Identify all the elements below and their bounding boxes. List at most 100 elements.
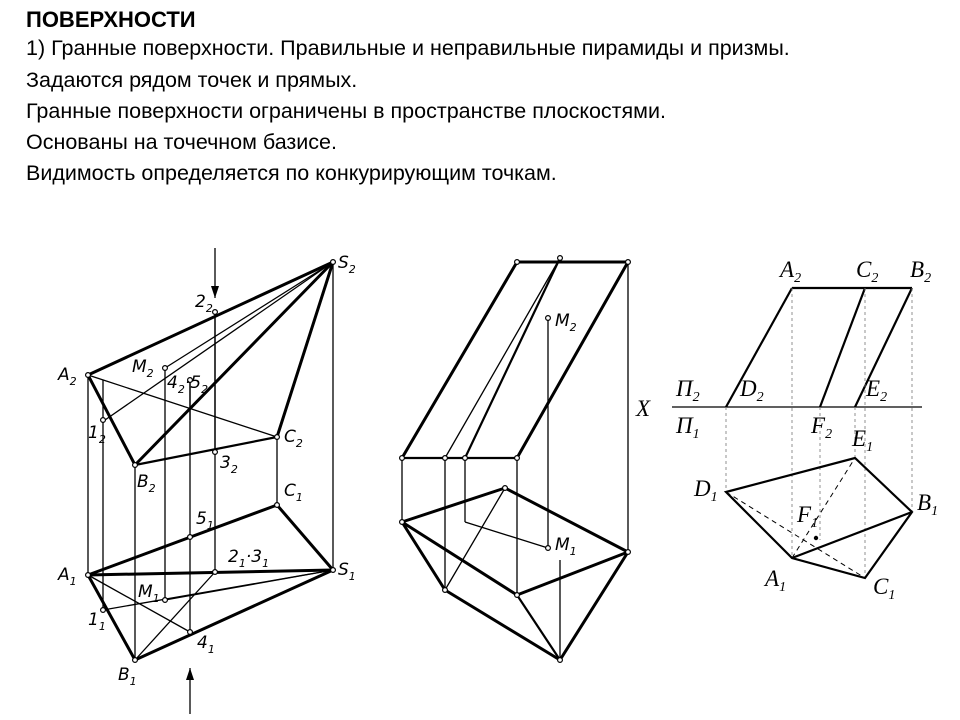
- prism-label-m1: M1: [555, 535, 577, 558]
- pyramid-frontal-sm-line: [164, 261, 334, 369]
- label-s1: S1: [338, 560, 356, 583]
- label-11: 11: [88, 610, 106, 633]
- axis-label-x: X: [635, 396, 651, 421]
- prism2-frontal-edge-f: [818, 287, 867, 408]
- point-32: [212, 449, 219, 456]
- pyramid-horizontal-thin-as: [87, 569, 334, 576]
- prism-point-13: [556, 656, 563, 663]
- plane-label-pi1: Π1: [675, 413, 700, 442]
- prism-point-7: [513, 455, 520, 462]
- prism-point-4: [399, 455, 406, 462]
- prism-point-11: [442, 586, 449, 593]
- prism2-label-a2: A2: [778, 257, 801, 286]
- slide-text-block: ПОВЕРХНОСТИ 1) Гранные поверхности. Прав…: [26, 6, 946, 189]
- prism-point-5: [442, 455, 449, 462]
- point-12: [99, 417, 106, 424]
- point-s1: [330, 566, 337, 573]
- prism-frontal-outline: [400, 260, 630, 459]
- pyramid-frontal-base-bc: [134, 435, 278, 467]
- label-b2: B2: [137, 472, 156, 495]
- point-m2: [162, 365, 169, 372]
- point-b1: [132, 656, 139, 663]
- prism2-horizontal-ab: [791, 510, 913, 560]
- slide-title: ПОВЕРХНОСТИ: [26, 7, 196, 32]
- pyramid-frontal-s1-line: [104, 261, 334, 421]
- prism-point-1: [513, 259, 520, 266]
- prism2-drawing: A2 C2 B2 D2 E2 X Π2 Π1 F2 E1 D1 F1 B1 A1…: [635, 257, 938, 603]
- prism2-point-f1: [813, 535, 819, 541]
- prism2-label-f2: F2: [810, 413, 832, 442]
- label-12: 12: [88, 423, 106, 446]
- prism-horizontal-outline: [400, 486, 630, 662]
- pyramid-drawing: S2 22 A2 M2 42·52 12 C2 32 B2 C1 51 21·3…: [57, 248, 356, 714]
- prism2-label-a1: A1: [763, 566, 786, 595]
- prism-point-6: [462, 455, 469, 462]
- label-51: 51: [196, 509, 214, 532]
- point-a1: [84, 571, 91, 578]
- prism-point-2: [556, 255, 563, 262]
- prism2-horizontal-outline: [723, 456, 914, 580]
- point-b2: [132, 462, 139, 469]
- prism-point-8: [502, 485, 509, 492]
- prism-point-10: [624, 548, 631, 555]
- point-c1: [274, 502, 281, 509]
- prism-horizontal-m-line: [464, 521, 549, 549]
- prism2-label-c2: C2: [856, 257, 878, 286]
- prism2-label-f1: F1: [796, 502, 818, 531]
- label-45-2: 42·52: [167, 373, 208, 396]
- label-c1: C1: [284, 481, 303, 504]
- pyramid-horizontal-line-b2: [134, 571, 216, 661]
- prism-horizontal-back: [444, 487, 506, 591]
- prism2-horizontal-dc: [725, 491, 866, 579]
- slide-line-2: Задаются рядом точек и прямых.: [26, 68, 358, 92]
- point-23-1: [212, 568, 219, 575]
- point-22: [212, 309, 219, 316]
- slide-line-5: Видимость определяется по конкурирующим …: [26, 161, 557, 185]
- label-m1: M1: [138, 582, 160, 605]
- prism2-label-b1: B1: [917, 490, 938, 519]
- prism2-frontal-edge-d: [725, 287, 793, 408]
- slide-line-4: Основаны на точечном базисе.: [26, 130, 337, 154]
- prism2-label-b2: B2: [910, 257, 931, 286]
- prism-frontal-back-edge: [444, 257, 561, 459]
- label-c2: C2: [284, 427, 303, 450]
- pyramid-horizontal-line-ms: [164, 569, 334, 601]
- prism2-label-d2: D2: [739, 376, 764, 405]
- prism-point-m1: [544, 544, 551, 551]
- prism2-label-e2: E2: [865, 376, 887, 405]
- point-41: [187, 628, 194, 635]
- label-22: 22: [195, 292, 213, 315]
- label-a2: A2: [57, 365, 77, 388]
- label-23-1: 21·31: [228, 547, 269, 570]
- sight-arrow-bottom-head: [186, 668, 194, 680]
- slide-line-3: Гранные поверхности ограничены в простра…: [26, 99, 666, 123]
- pyramid-frontal-sa-thin: [87, 261, 334, 376]
- point-45-2: [187, 377, 194, 384]
- label-s2: S2: [338, 253, 356, 276]
- prism-label-m2: M2: [555, 311, 577, 334]
- label-b1: B1: [118, 665, 137, 688]
- point-11: [99, 606, 106, 613]
- slide-line-1: 1) Гранные поверхности. Правильные и неп…: [26, 36, 790, 60]
- prism2-frontal-edge-e: [854, 287, 913, 408]
- point-s2: [330, 259, 337, 266]
- point-c2: [274, 434, 281, 441]
- prism2-horizontal-ae: [791, 457, 856, 559]
- point-m1: [162, 596, 169, 603]
- point-51: [187, 533, 194, 540]
- point-a2: [84, 372, 91, 379]
- prism-drawing: M2 M1: [399, 255, 631, 663]
- label-41: 41: [197, 633, 215, 656]
- prism-frontal-mid-edge: [464, 257, 561, 459]
- prism-horizontal-edge: [516, 594, 561, 661]
- label-a1: A1: [57, 565, 77, 588]
- prism2-label-e1: E1: [851, 426, 873, 455]
- prism-point-12: [513, 591, 520, 598]
- sight-arrow-top-head: [211, 286, 219, 298]
- pyramid-frontal-base-ac: [87, 374, 278, 438]
- pyramid-horizontal-line-a4: [87, 574, 191, 633]
- plane-label-pi2: Π2: [675, 376, 700, 405]
- prism2-label-d1: D1: [693, 476, 718, 505]
- prism-point-3: [624, 259, 631, 266]
